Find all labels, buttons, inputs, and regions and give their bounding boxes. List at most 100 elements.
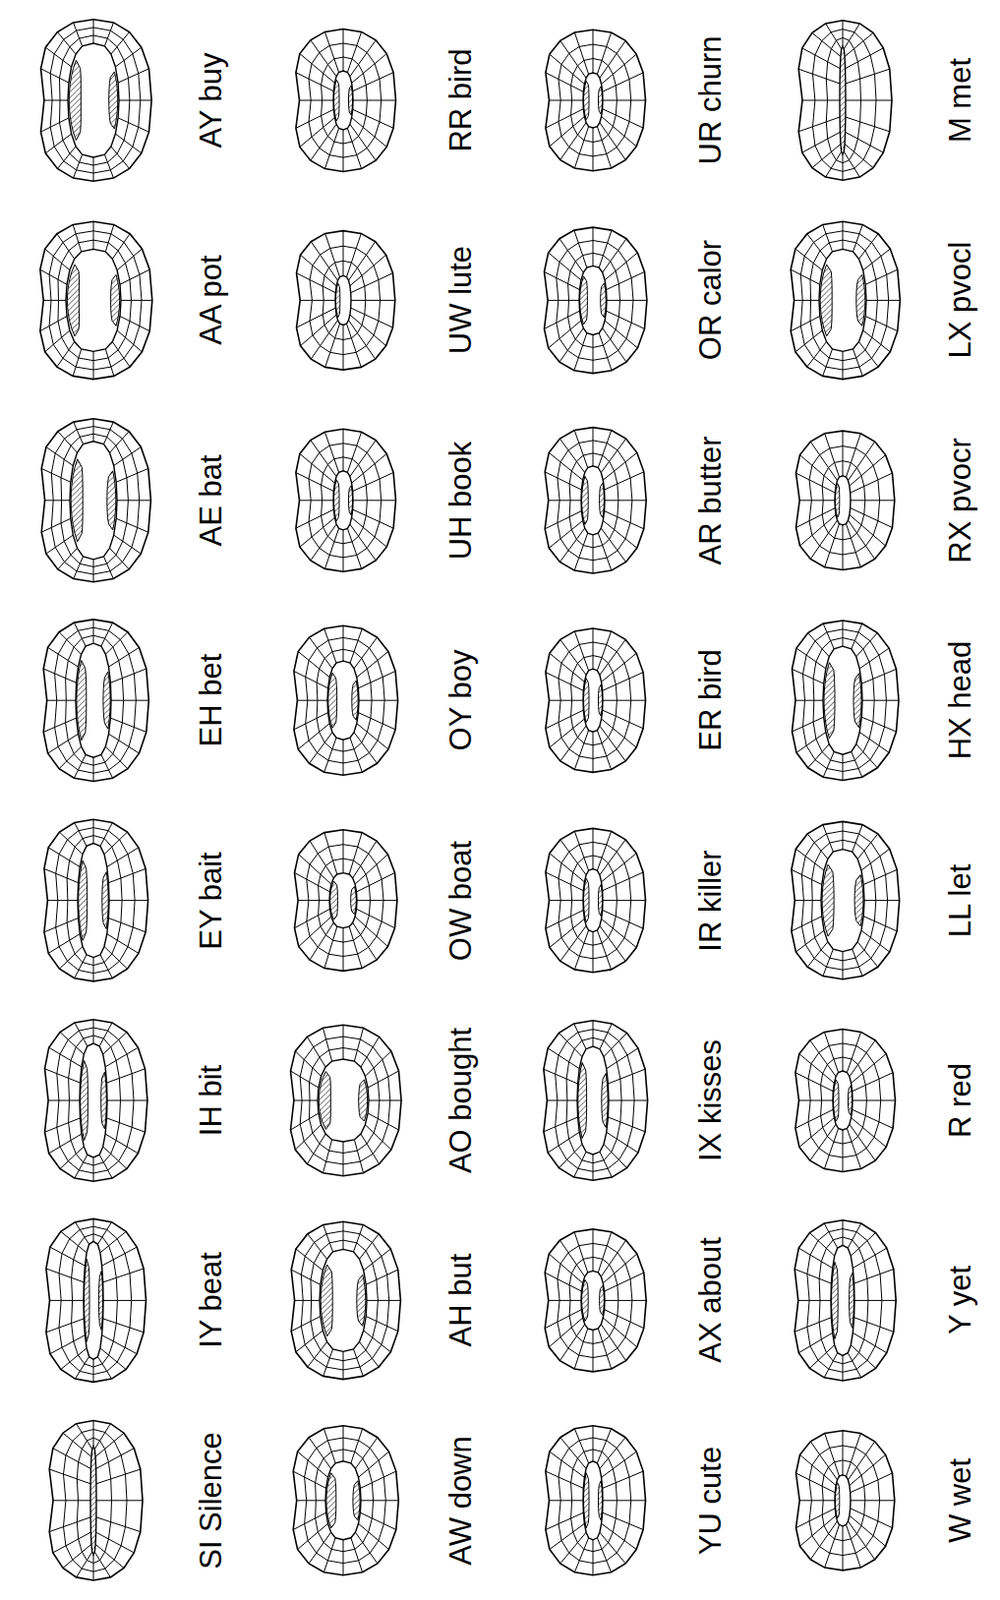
- lip-grid: [823, 752, 834, 778]
- lip-grid: [360, 1133, 380, 1165]
- lip-grid: [93, 19, 95, 44]
- lip-grid: [792, 716, 824, 732]
- mouth-opening: [335, 275, 352, 325]
- lip-grid: [62, 1432, 92, 1457]
- lip-outline: [544, 1229, 647, 1372]
- lip-grid: [549, 1523, 586, 1549]
- lip-grid: [295, 509, 334, 529]
- lip-grid: [604, 320, 638, 349]
- teeth-hatch: [328, 672, 338, 728]
- lip-grid: [549, 1451, 586, 1477]
- lip-grid: [347, 431, 361, 472]
- lip-grid: [352, 109, 394, 128]
- lip-grid: [105, 632, 127, 655]
- lip-grid: [544, 310, 581, 329]
- lip-grid: [592, 1425, 594, 1462]
- lip-grid: [848, 441, 876, 481]
- lip-grid: [291, 1269, 321, 1285]
- lip-grid: [604, 1309, 645, 1329]
- lip-grid: [823, 948, 833, 977]
- lip-grid: [596, 126, 611, 169]
- lip-grid: [108, 918, 146, 933]
- mouth-shape: [545, 1425, 647, 1576]
- lip-grid: [849, 1123, 876, 1161]
- lip-grid: [845, 100, 892, 102]
- lip-grid: [59, 35, 130, 166]
- lip-outline: [45, 1019, 148, 1182]
- tongue-hatch: [358, 1079, 368, 1121]
- lip-grid: [842, 20, 844, 47]
- lip-grid: [103, 1268, 144, 1283]
- lip-grid: [60, 1348, 87, 1370]
- lip-grid: [574, 32, 589, 74]
- lip-grid: [343, 829, 345, 874]
- viseme-label: YU cute: [695, 1446, 726, 1555]
- lip-grid: [560, 40, 587, 78]
- lip-grid: [47, 700, 76, 702]
- lip-grid: [795, 1109, 833, 1128]
- lip-grid: [299, 499, 335, 501]
- lip-grid: [560, 839, 587, 876]
- lip-grid: [97, 1222, 112, 1245]
- lip-grid: [849, 1454, 886, 1485]
- lip-grid: [795, 848, 824, 871]
- lip-grid: [604, 252, 638, 281]
- lip-grid: [347, 128, 361, 170]
- lip-grid: [343, 625, 345, 661]
- lip-grid: [548, 1299, 582, 1301]
- viseme-label: Y yet: [944, 1265, 976, 1335]
- lip-grid: [574, 830, 589, 871]
- lip-grid: [549, 700, 585, 702]
- lip-grid: [356, 899, 398, 901]
- tongue-hatch: [854, 875, 864, 927]
- lip-grid: [560, 926, 587, 962]
- lip-grid: [347, 31, 361, 72]
- lip-grid: [324, 431, 339, 472]
- tongue-hatch: [99, 1270, 104, 1330]
- lip-grid: [117, 248, 142, 271]
- lip-grid: [842, 430, 844, 476]
- lip-grid: [100, 1231, 126, 1253]
- teeth-hatch: [78, 860, 88, 941]
- mouth-opening: [581, 466, 605, 535]
- lip-grid: [293, 1512, 326, 1530]
- lip-grid: [105, 1047, 138, 1067]
- lip-grid: [547, 1131, 580, 1153]
- teeth-hatch: [330, 881, 339, 920]
- lip-grid: [574, 730, 589, 770]
- viseme-label: HX head: [944, 641, 976, 761]
- lip-grid: [323, 1537, 336, 1573]
- lip-grid: [296, 700, 328, 702]
- lip-grid: [74, 1022, 88, 1047]
- mouth-opening: [583, 72, 603, 128]
- lip-grid: [343, 29, 345, 72]
- mouth-shape: [296, 231, 396, 371]
- lip-grid: [549, 652, 586, 682]
- lip-grid: [842, 1029, 844, 1072]
- lip-grid: [48, 847, 80, 868]
- lip-grid: [117, 330, 142, 353]
- lip-grid: [810, 1123, 836, 1161]
- lip-grid: [112, 234, 130, 260]
- lip-grid: [298, 916, 332, 946]
- lip-grid: [592, 1329, 594, 1372]
- lip-grid: [293, 1470, 326, 1488]
- lip-grid: [294, 1100, 318, 1102]
- lip-grid: [95, 1543, 124, 1568]
- lip-grid: [59, 1146, 84, 1170]
- lip-grid: [601, 1451, 638, 1477]
- lip-grid: [47, 899, 78, 901]
- lip-grid: [93, 957, 95, 982]
- lip-grid: [592, 427, 594, 467]
- lip-grid: [823, 1031, 838, 1072]
- lip-grid: [604, 1272, 645, 1292]
- lip-grid: [865, 269, 898, 285]
- viseme-label: R red: [944, 1062, 976, 1138]
- lip-grid: [350, 440, 376, 477]
- teeth-hatch: [84, 1258, 91, 1342]
- lip-grid: [48, 1100, 80, 1102]
- lip-grid: [352, 922, 377, 960]
- lip-grid: [847, 1223, 862, 1248]
- teeth-hatch: [70, 459, 83, 542]
